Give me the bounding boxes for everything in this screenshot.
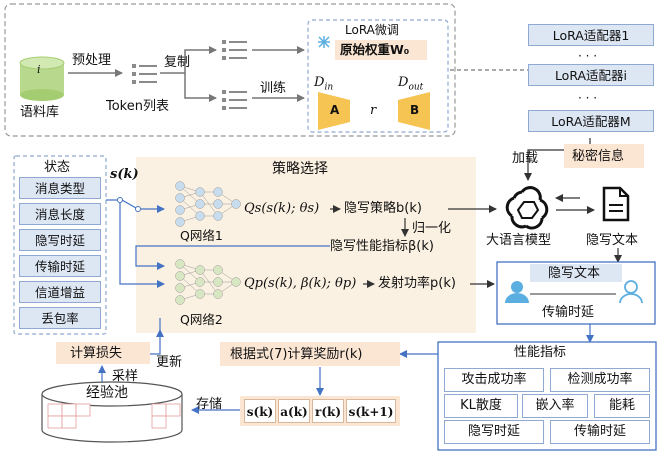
update-label: 更新: [156, 355, 183, 370]
token-list-icon-lower: [222, 90, 247, 110]
token-list-icon-upper: [222, 40, 247, 60]
pool-label: 经验池: [86, 385, 128, 401]
policy-title: 策略选择: [272, 161, 328, 177]
q-network-1-icon: [175, 181, 241, 227]
state-title: 状态: [44, 160, 71, 175]
metric-stego-delay: 隐写时延: [444, 420, 544, 444]
load-label: 加载: [512, 151, 539, 166]
q-network-1-label: Q网络1: [180, 228, 223, 243]
reward-label: 根据式(7)计算奖励r(k): [230, 347, 363, 362]
corpus-db-icon: [19, 56, 65, 101]
tuple-action: a(k): [278, 399, 310, 423]
lora-title: LoRA微调: [345, 23, 399, 37]
corpus-icon-letter: i: [37, 63, 41, 76]
adapter-m[interactable]: LoRA适配器M: [528, 110, 654, 132]
state-symbol: s(k): [110, 167, 139, 182]
metric-embed-rate: 嵌入率: [522, 394, 588, 418]
snowflake-icon: [318, 36, 330, 48]
receiver-user-icon: [619, 280, 643, 304]
token-list-icon: [132, 64, 157, 84]
adapter-dots-2: · · ·: [578, 91, 598, 105]
qs-formula: Qs(s(k); θs): [244, 201, 320, 216]
finetune-panel: [4, 3, 456, 137]
q-network-2-icon: [175, 259, 241, 305]
experience-pool-db-icon: [41, 381, 183, 443]
q-network-2-label: Q网络2: [180, 312, 223, 327]
document-icon: [602, 186, 630, 222]
metric-detect-success: 检测成功率: [550, 368, 650, 392]
lora-rank-label: r: [370, 103, 377, 118]
metric-kl: KL散度: [444, 394, 518, 418]
store-label: 存储: [196, 397, 223, 412]
transmit-title: 隐写文本: [548, 266, 601, 281]
lora-a-label: A: [330, 103, 340, 117]
state-item-tx-delay: 传输时延: [19, 255, 101, 277]
state-item-msg-type: 消息类型: [19, 177, 101, 199]
state-item-stego-delay: 隐写时延: [19, 229, 101, 251]
orig-weight-label: 原始权重W₀: [340, 42, 410, 57]
qp-formula: Qp(s(k), β(k); θp): [244, 276, 357, 291]
tuple-next-state: s(k+1): [346, 399, 396, 423]
loss-label: 计算损失: [70, 346, 123, 361]
state-item-channel-gain: 信道增益: [19, 281, 101, 303]
llm-label: 大语言模型: [486, 233, 552, 248]
token-list-label: Token列表: [106, 99, 169, 114]
metric-tx-delay: 传输时延: [550, 420, 650, 444]
lora-a-block: [318, 92, 350, 130]
tuple-state: s(k): [244, 399, 276, 423]
copy-label: 复制: [164, 55, 191, 70]
metrics-title: 性能指标: [514, 345, 567, 360]
metric-energy: 能耗: [594, 394, 650, 418]
dout-label: Dout: [398, 75, 424, 93]
orig-weight-box: [335, 40, 427, 60]
metric-attack-success: 攻击成功率: [444, 368, 544, 392]
din-label: Din: [314, 75, 334, 93]
policy-panel: [136, 157, 476, 333]
corpus-label: 语料库: [20, 105, 60, 120]
transmit-delay-label: 传输时延: [542, 305, 595, 320]
loss-box: [56, 342, 150, 364]
stego-text-label: 隐写文本: [586, 233, 639, 248]
tuple-reward: r(k): [312, 399, 344, 423]
lora-b-label: B: [410, 103, 420, 117]
sample-label: 采样: [112, 369, 139, 384]
state-item-packet-loss: 丢包率: [19, 307, 101, 329]
normalize-label: 归一化: [412, 221, 452, 236]
secret-info-box: [564, 144, 644, 168]
train-label: 训练: [260, 81, 287, 96]
tx-power-label: 发射功率p(k): [378, 276, 456, 291]
adapter-1[interactable]: LoRA适配器1: [528, 24, 654, 46]
stego-perf-label: 隐写性能指标β(k): [330, 239, 434, 254]
reward-box: [220, 342, 400, 366]
lora-b-block: [398, 92, 430, 130]
sender-user-icon: [505, 281, 529, 303]
stego-strategy-label: 隐写策略b(k): [344, 201, 422, 216]
adapter-dots-1: · · ·: [578, 49, 598, 63]
state-item-msg-length: 消息长度: [19, 203, 101, 225]
adapter-i[interactable]: LoRA适配器i: [528, 64, 654, 86]
llm-logo-icon: [505, 186, 549, 230]
preprocess-label: 预处理: [72, 53, 112, 68]
secret-info-label: 秘密信息: [572, 149, 625, 164]
transmit-title-box: [530, 264, 622, 282]
